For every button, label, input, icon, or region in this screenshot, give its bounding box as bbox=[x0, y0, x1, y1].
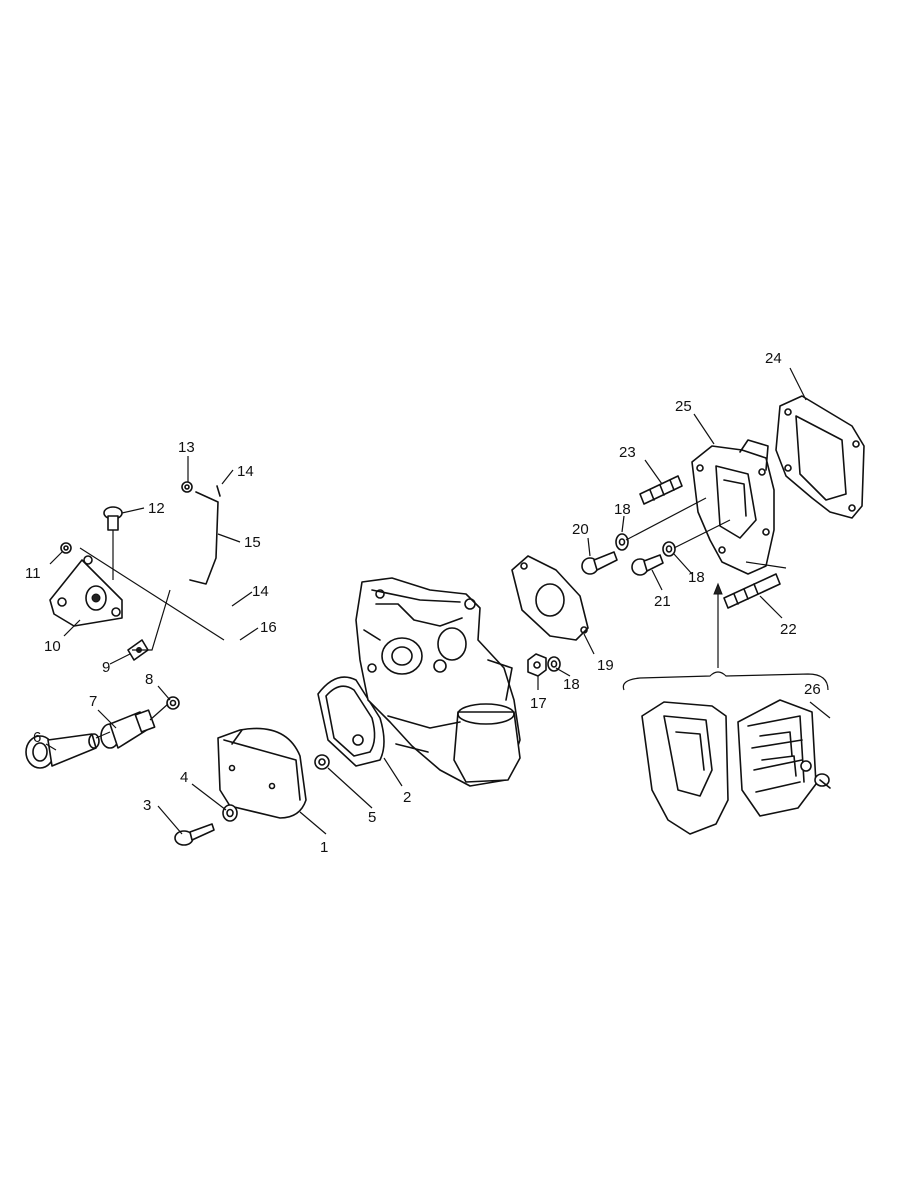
part-23-stud bbox=[639, 475, 683, 505]
part-18-washer-upper bbox=[615, 533, 629, 551]
part-12-screw bbox=[103, 506, 123, 531]
callout-2: 2 bbox=[403, 789, 411, 806]
callout-18-middle: 18 bbox=[688, 569, 705, 586]
callout-12: 12 bbox=[148, 500, 165, 517]
part-15-linkage-rod bbox=[189, 485, 221, 585]
callout-10: 10 bbox=[44, 638, 61, 655]
callout-11: 11 bbox=[25, 565, 41, 582]
callout-14-upper: 14 bbox=[237, 463, 254, 480]
callout-3: 3 bbox=[143, 797, 151, 814]
part-3-screw bbox=[174, 823, 215, 846]
callout-leaders bbox=[45, 367, 831, 835]
carburetor-body bbox=[355, 577, 521, 787]
callout-1: 1 bbox=[320, 839, 328, 856]
part-7-choke-housing bbox=[100, 709, 156, 749]
callout-16: 16 bbox=[260, 619, 277, 636]
callout-18-lower: 18 bbox=[563, 676, 580, 693]
part-4-washer bbox=[222, 804, 238, 822]
callout-labels: 1 2 3 4 5 6 7 8 9 10 11 12 13 14 15 14 1… bbox=[25, 350, 821, 856]
callout-15: 15 bbox=[244, 534, 261, 551]
callout-19: 19 bbox=[597, 657, 614, 674]
assembly-guide-lines-right bbox=[625, 497, 787, 668]
part-11-nut bbox=[60, 542, 72, 554]
callout-9: 9 bbox=[102, 659, 110, 676]
part-19-gasket bbox=[511, 555, 589, 641]
callout-7: 7 bbox=[89, 693, 97, 710]
callout-17: 17 bbox=[530, 695, 547, 712]
part-24-reed-gasket bbox=[775, 395, 865, 519]
part-20-bolt bbox=[581, 551, 618, 575]
part-18-washer-lower bbox=[547, 656, 561, 672]
callout-24: 24 bbox=[765, 350, 782, 367]
callout-5: 5 bbox=[368, 809, 376, 826]
part-16-hose bbox=[208, 632, 247, 686]
callout-13: 13 bbox=[178, 439, 195, 456]
callout-25: 25 bbox=[675, 398, 692, 415]
part-25-reed-valve bbox=[691, 439, 775, 575]
callout-4: 4 bbox=[180, 769, 188, 786]
part-18-washer-middle bbox=[662, 541, 676, 557]
part-13-nut bbox=[181, 481, 193, 493]
callout-8: 8 bbox=[145, 671, 153, 688]
callout-21: 21 bbox=[654, 593, 671, 610]
callout-22: 22 bbox=[780, 621, 797, 638]
assembly-guide-lines bbox=[79, 530, 225, 739]
part-1-silencer-cover bbox=[217, 727, 307, 819]
callout-23: 23 bbox=[619, 444, 636, 461]
part-21-bolt bbox=[631, 554, 664, 576]
callout-6: 6 bbox=[33, 729, 41, 746]
part-22-stud bbox=[723, 573, 781, 609]
part-17-nut bbox=[527, 653, 547, 677]
part-10-choke-bracket bbox=[49, 555, 123, 627]
callout-14-lower: 14 bbox=[252, 583, 269, 600]
callout-26: 26 bbox=[804, 681, 821, 698]
part-26-reed-assembly-inset bbox=[622, 671, 831, 835]
callout-18-upper: 18 bbox=[614, 501, 631, 518]
callout-20: 20 bbox=[572, 521, 589, 538]
part-5-grommet bbox=[314, 754, 330, 770]
